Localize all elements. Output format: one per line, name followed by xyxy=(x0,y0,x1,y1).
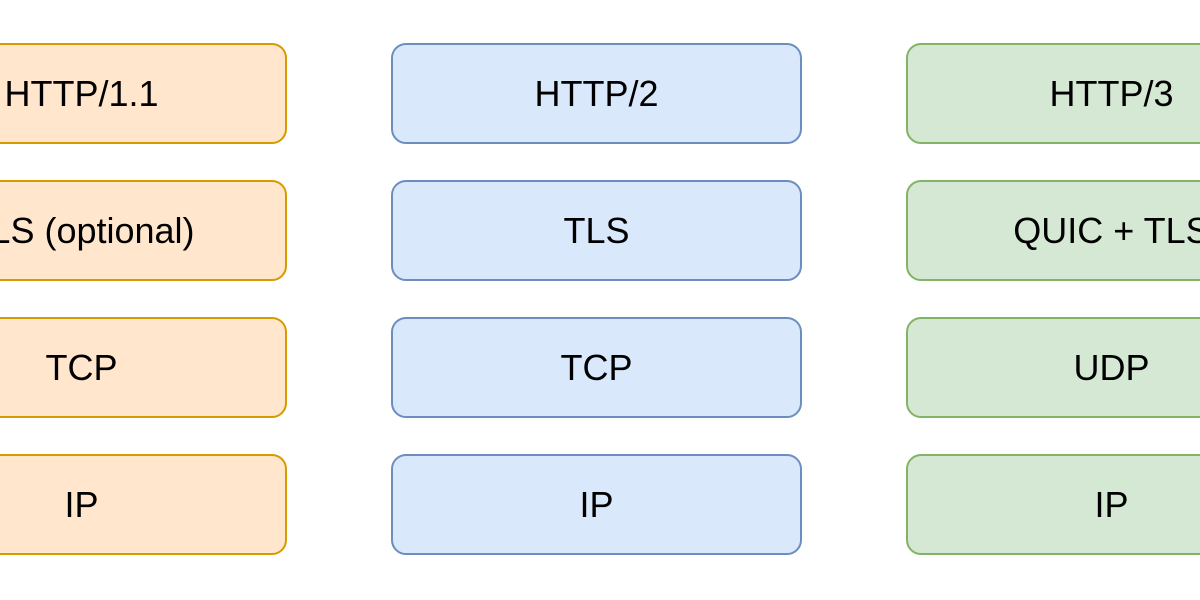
http3-transport-layer: UDP xyxy=(906,317,1200,418)
http2-transport-layer: TCP xyxy=(391,317,802,418)
http3-application-layer: HTTP/3 xyxy=(906,43,1200,144)
http11-stack: HTTP/1.1 TLS (optional) TCP IP xyxy=(0,0,291,600)
http3-stack: HTTP/3 QUIC + TLS UDP IP xyxy=(906,0,1200,600)
http3-security-layer: QUIC + TLS xyxy=(906,180,1200,281)
http2-application-layer: HTTP/2 xyxy=(391,43,802,144)
http11-security-layer: TLS (optional) xyxy=(0,180,287,281)
http2-stack: HTTP/2 TLS TCP IP xyxy=(391,0,806,600)
http11-application-layer: HTTP/1.1 xyxy=(0,43,287,144)
http11-transport-layer: TCP xyxy=(0,317,287,418)
http2-network-layer: IP xyxy=(391,454,802,555)
http11-network-layer: IP xyxy=(0,454,287,555)
http2-security-layer: TLS xyxy=(391,180,802,281)
http3-network-layer: IP xyxy=(906,454,1200,555)
